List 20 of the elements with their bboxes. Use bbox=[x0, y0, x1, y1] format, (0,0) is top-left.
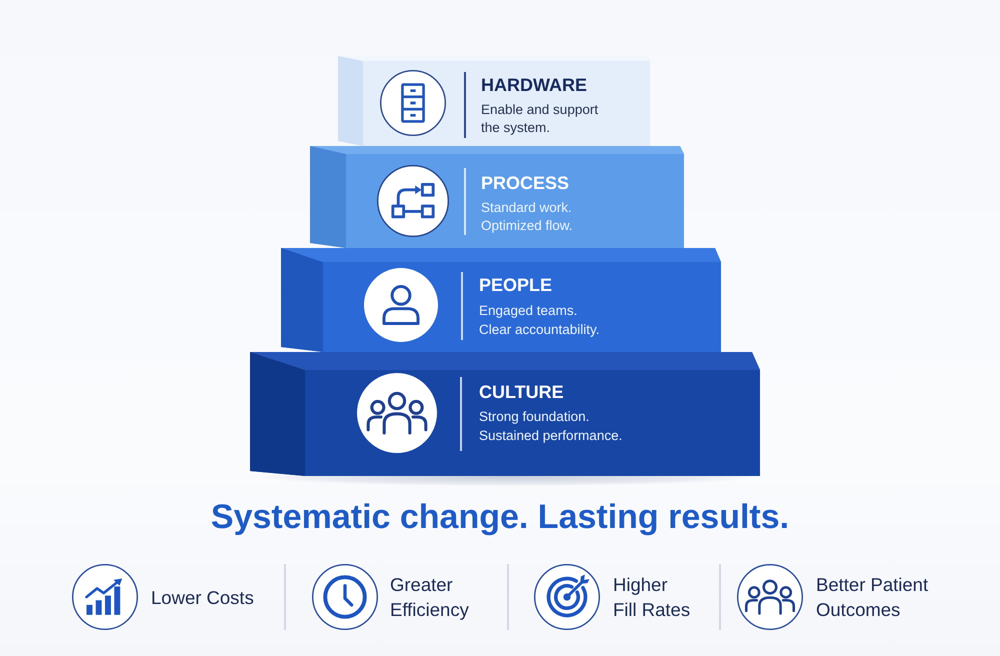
layer-title: PEOPLE bbox=[479, 274, 554, 296]
layer-title: CULTURE bbox=[479, 381, 565, 403]
benefit-label: Higher Fill Rates bbox=[613, 573, 692, 622]
tagline: Systematic change. Lasting results. bbox=[210, 497, 790, 537]
benefit-label: Lower Costs bbox=[151, 586, 254, 610]
layer-description: Standard work. bbox=[481, 199, 573, 217]
layer-description: Optimized flow. bbox=[481, 217, 573, 235]
layer-description: Engaged teams. bbox=[479, 302, 578, 320]
layer-description: Sustained performance. bbox=[479, 427, 622, 445]
layer-title: PROCESS bbox=[481, 172, 570, 194]
layer-description: Strong foundation. bbox=[479, 408, 590, 426]
layer-description: Enable and support the system. bbox=[481, 101, 600, 137]
pyramid-layer bbox=[281, 248, 721, 352]
benefit-label: Better Patient Outcomes bbox=[816, 573, 930, 622]
pyramid-layer bbox=[310, 146, 684, 248]
layer-description: Clear accountability. bbox=[479, 321, 600, 339]
benefit-label: Greater Efficiency bbox=[390, 573, 470, 622]
pyramid-layer bbox=[338, 56, 650, 146]
pyramid-layer bbox=[250, 352, 760, 476]
layer-title: HARDWARE bbox=[481, 74, 588, 96]
